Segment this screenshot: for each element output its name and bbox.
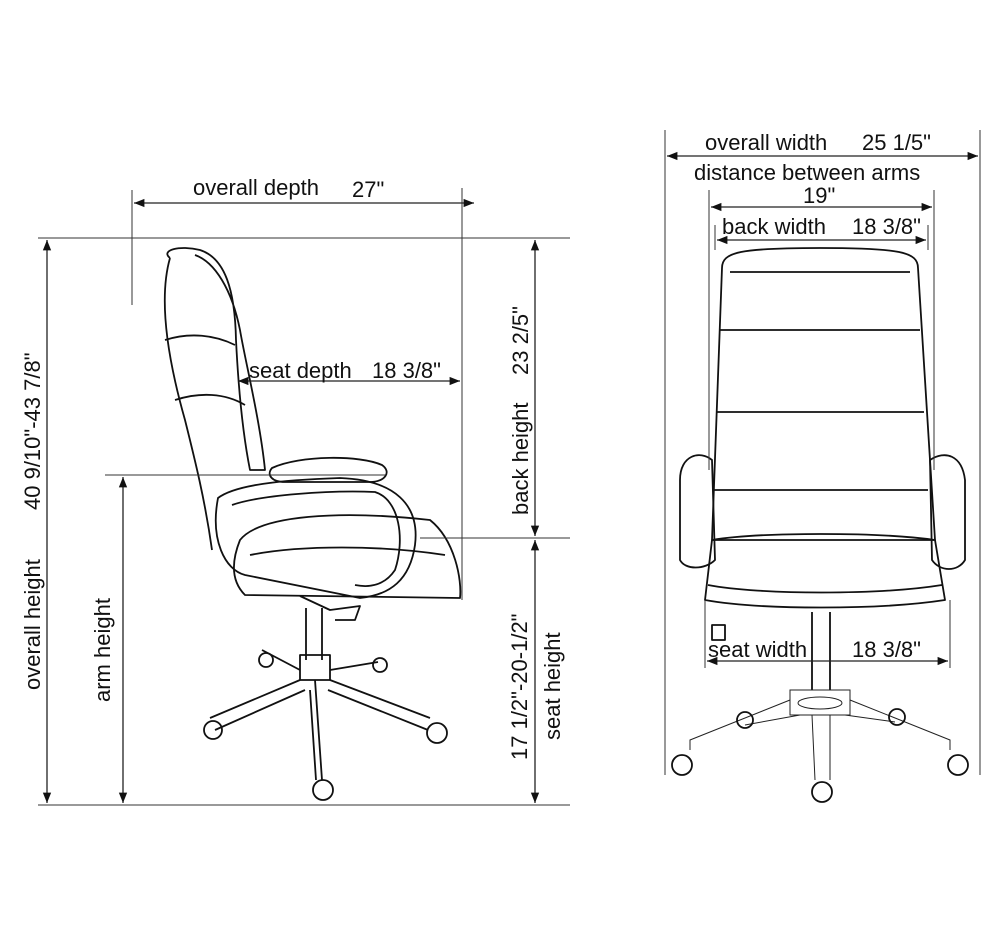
front-view-dimensions: overall width 25 1/5" distance between a… (664, 130, 981, 775)
back-width-value: 18 3/8" (852, 214, 921, 239)
seat-width-label: seat width (708, 637, 807, 662)
seat-depth-value: 18 3/8" (372, 358, 441, 383)
overall-height-value: 40 9/10"-43 7/8" (20, 352, 45, 510)
seat-depth-label: seat depth (249, 358, 352, 383)
distance-between-arms-value: 19" (803, 183, 835, 208)
side-view-dimensions: overall depth 27" overall height 40 9/10… (20, 175, 570, 806)
front-view-chair (671, 247, 969, 803)
distance-between-arms-label: distance between arms (694, 160, 920, 185)
back-height-value: 23 2/5" (508, 306, 533, 375)
overall-depth-value: 27" (352, 177, 384, 202)
back-width-label: back width (722, 214, 826, 239)
overall-width-value: 25 1/5" (862, 130, 931, 155)
back-height-label: back height (508, 402, 533, 515)
seat-width-value: 18 3/8" (852, 637, 921, 662)
side-view-chair (163, 247, 462, 801)
seat-height-value: 17 1/2"-20-1/2" (507, 614, 532, 761)
arm-height-label: arm height (90, 598, 115, 702)
overall-height-label: overall height (20, 559, 45, 690)
seat-height-label: seat height (540, 632, 565, 740)
overall-width-label: overall width (705, 130, 827, 155)
overall-depth-label: overall depth (193, 175, 319, 200)
